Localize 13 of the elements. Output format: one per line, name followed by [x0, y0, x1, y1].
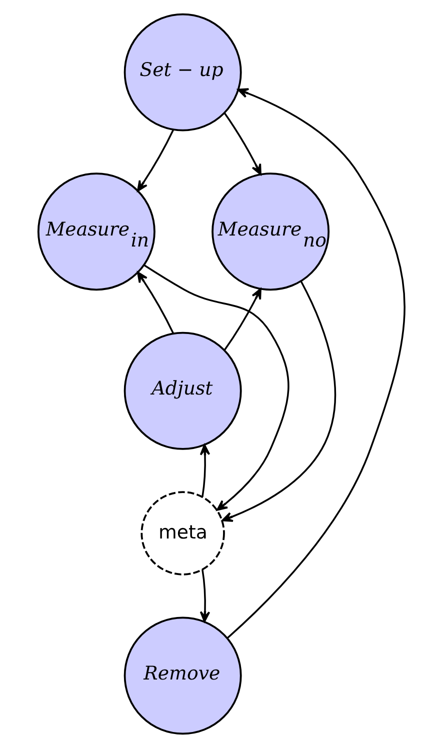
arrow — [144, 264, 290, 511]
arrow — [226, 88, 406, 639]
arrow — [200, 569, 210, 622]
node-circle: meta — [140, 491, 225, 576]
arrow — [137, 272, 174, 334]
node-circle: Adjust — [124, 332, 242, 450]
arrow — [224, 288, 262, 351]
node-circle: Remove — [124, 616, 242, 735]
arrow — [200, 444, 210, 497]
node-circle: Set − up — [124, 13, 242, 132]
arrow — [137, 129, 174, 192]
arrow — [224, 112, 262, 176]
arrow — [222, 280, 336, 522]
